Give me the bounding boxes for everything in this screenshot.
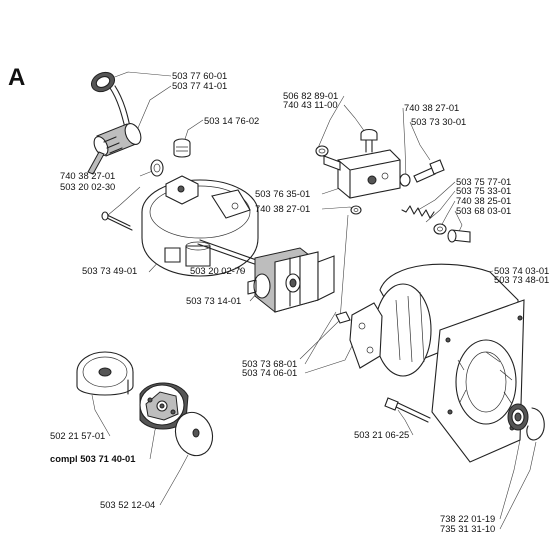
part-number-label: 503 74 03-01: [494, 265, 550, 276]
valve-assembly: [315, 128, 471, 243]
part-number-label: 503 74 06-01: [242, 367, 298, 378]
screw-left: [101, 211, 133, 231]
part-number-label: 503 52 12-04: [100, 499, 156, 510]
part-number-label: 503 75 33-01: [456, 185, 512, 196]
part-number-label: 503 77 60-01: [172, 70, 228, 81]
part-number-label: 740 38 27-01: [60, 170, 116, 181]
part-number-label: 503 20 02-30: [60, 181, 116, 192]
part-number-label: 503 21 06-25: [354, 429, 410, 440]
fan-housing: [335, 263, 525, 463]
cap-part: [87, 71, 164, 177]
part-number-label: 503 75 77-01: [456, 176, 512, 187]
bottom-bolt: [384, 397, 431, 423]
clutch-drum: [76, 351, 134, 396]
washer-disc: [174, 411, 214, 457]
part-number-label: 740 38 27-01: [404, 102, 460, 113]
part-number-label: 740 38 27-01: [255, 203, 311, 214]
gear-pump: [247, 247, 335, 313]
part-number-label: 740 38 25-01: [456, 195, 512, 206]
part-number-label: 503 20 02-70: [190, 265, 246, 276]
part-number-label: 503 73 48-01: [494, 274, 550, 285]
part-number-label: 503 77 41-01: [172, 80, 228, 91]
part-number-label: 503 73 68-01: [242, 358, 298, 369]
clutch-assembly: [139, 382, 189, 430]
part-number-label: 735 31 31-10: [440, 523, 496, 534]
plug-part: [173, 138, 191, 158]
part-number-label: 503 73 14-01: [186, 295, 242, 306]
bearing-part: [507, 403, 545, 441]
round-housing: [141, 175, 259, 277]
shaft-part: [197, 239, 263, 267]
part-number-label: 503 76 35-01: [255, 188, 311, 199]
part-number-label: 503 73 30-01: [411, 116, 467, 127]
part-number-label: 738 22 01-19: [440, 513, 496, 524]
part-number-label: 503 73 49-01: [82, 265, 138, 276]
part-number-label: 502 21 57-01: [50, 430, 106, 441]
section-letter: A: [8, 64, 26, 91]
part-number-label: 506 82 89-01: [283, 90, 339, 101]
part-number-label: compl 503 71 40-01: [50, 453, 136, 464]
part-number-label: 503 68 03-01: [456, 205, 512, 216]
part-number-label: 740 43 11-00: [283, 99, 338, 110]
part-number-label: 503 14 76-02: [204, 115, 260, 126]
